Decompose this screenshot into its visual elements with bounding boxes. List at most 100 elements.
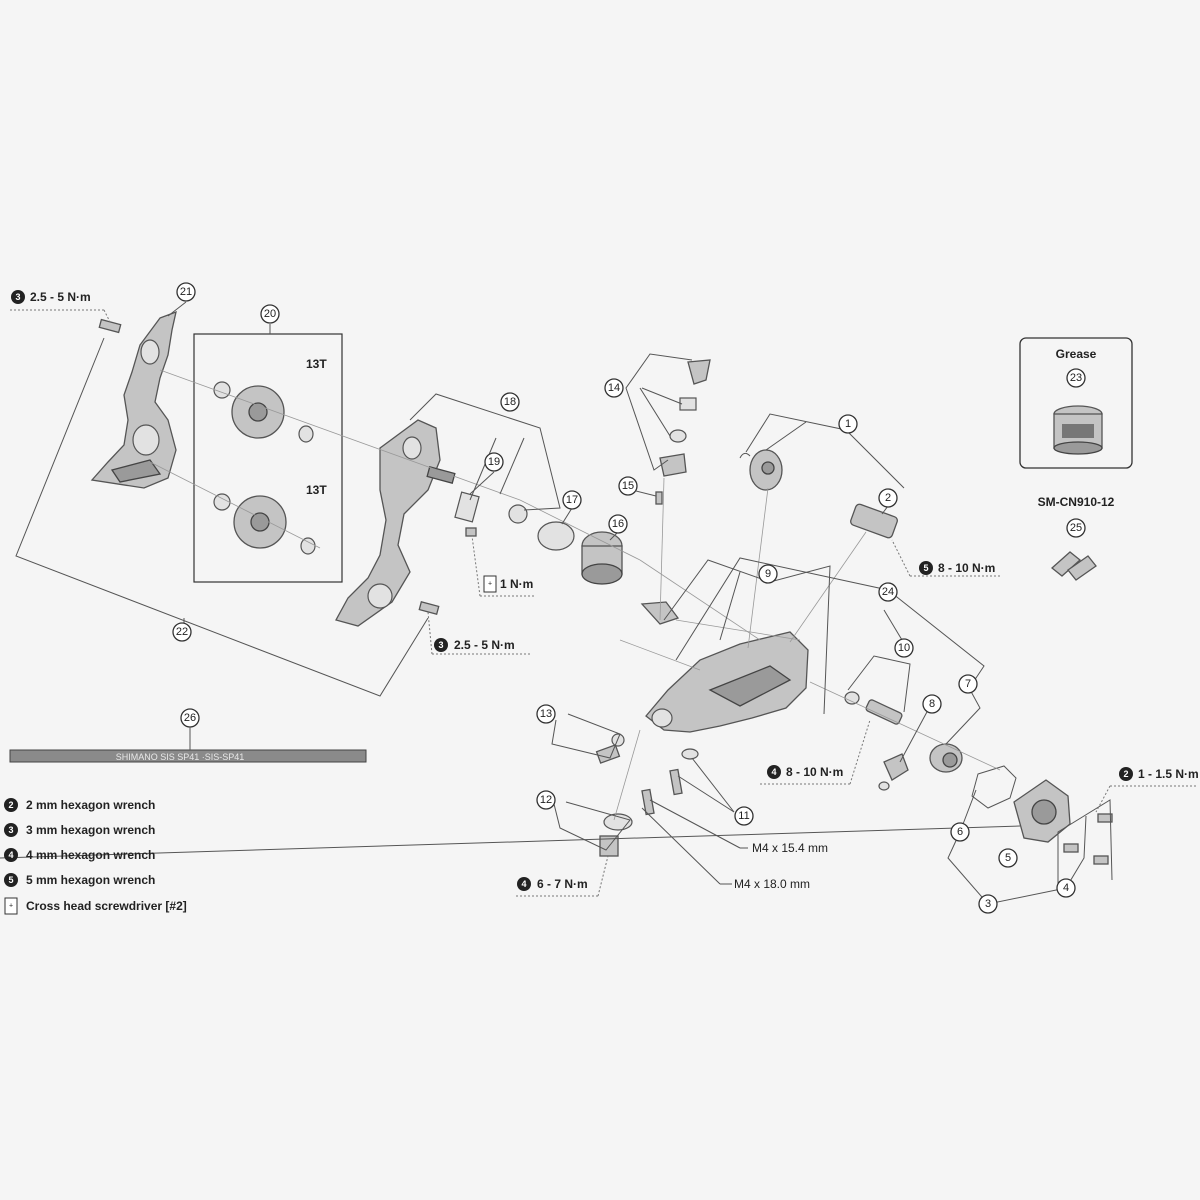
svg-text:8 - 10 N·m: 8 - 10 N·m — [786, 765, 843, 779]
svg-text:21: 21 — [180, 286, 192, 298]
clutch-drum-7 — [929, 743, 963, 773]
svg-text:19: 19 — [488, 456, 500, 468]
outer-cage-plate — [90, 310, 177, 489]
black-circle-hex-wrench-icon — [4, 848, 18, 862]
cross-screwdriver-icon — [4, 897, 18, 915]
part-13 — [595, 733, 625, 764]
callout-22: 22 — [172, 622, 192, 642]
black-circle-hex-wrench-icon — [767, 765, 781, 779]
svg-text:4: 4 — [771, 767, 776, 777]
svg-text:4: 4 — [8, 850, 13, 860]
svg-text:3: 3 — [438, 640, 443, 650]
callout-4: 4 — [1056, 878, 1076, 898]
torque-dashes — [10, 309, 1196, 897]
callout-2: 2 — [878, 488, 898, 508]
adjust-parts-14 — [659, 359, 711, 477]
black-circle-hex-wrench-icon — [919, 561, 933, 575]
b-axle-2 — [850, 503, 898, 539]
svg-text:2.5 - 5 N·m: 2.5 - 5 N·m — [30, 290, 91, 304]
svg-text:23: 23 — [1070, 372, 1082, 384]
part-1-pivot — [739, 449, 783, 491]
clutch-unit — [971, 765, 1113, 865]
torque-plate-top: 3 2.5 - 5 N·m — [11, 290, 91, 304]
svg-text:24: 24 — [882, 586, 894, 598]
cable-print: SHIMANO SIS SP41 ·SIS-SP41 — [116, 752, 245, 762]
svg-text:1 N·m: 1 N·m — [500, 577, 533, 591]
chain-label: SM-CN910-12 — [1038, 495, 1115, 509]
svg-text:20: 20 — [264, 308, 276, 320]
cable-fixing-8 — [878, 753, 909, 791]
bushing-17 — [537, 521, 575, 551]
oring-10 — [844, 691, 860, 705]
svg-text:2 mm hexagon wrench: 2 mm hexagon wrench — [26, 798, 155, 812]
svg-text:2: 2 — [1123, 769, 1128, 779]
callout-10: 10 — [894, 638, 914, 658]
callout-20: 20 — [260, 304, 280, 324]
top-pulley-teeth: 13T — [306, 357, 327, 371]
svg-text:9: 9 — [765, 568, 771, 580]
callout-12: 12 — [536, 790, 556, 810]
callout-24: 24 — [878, 582, 898, 602]
spring-sleeve-16 — [581, 531, 623, 585]
callout-25: 25 — [1066, 518, 1086, 538]
svg-text:1: 1 — [845, 418, 851, 430]
grease-title: Grease — [1056, 347, 1097, 361]
svg-text:8 - 10 N·m: 8 - 10 N·m — [938, 561, 995, 575]
callout-1: 1 — [838, 414, 858, 434]
cage-bolt-top — [98, 318, 122, 334]
svg-text:4: 4 — [1063, 882, 1069, 894]
torque-cable: 4 8 - 10 N·m — [767, 765, 843, 779]
svg-text:11: 11 — [738, 810, 749, 822]
callout-7: 7 — [958, 674, 978, 694]
pulley-box — [193, 333, 343, 583]
legend-item: 2 2 mm hexagon wrench — [4, 798, 155, 812]
quick-link-25 — [1050, 551, 1097, 581]
top-pulley — [213, 381, 314, 443]
callout-13: 13 — [536, 704, 556, 724]
legend-item: + Cross head screwdriver [#2] — [4, 897, 187, 915]
callout-11: 11 — [734, 806, 754, 826]
tool-legend: 2 2 mm hexagon wrench 3 3 mm hexagon wre… — [4, 798, 187, 915]
grease-tub — [1053, 405, 1103, 455]
svg-text:16: 16 — [612, 518, 624, 530]
svg-text:3: 3 — [15, 292, 20, 302]
callout-14: 14 — [604, 378, 624, 398]
callout-23: 23 — [1066, 368, 1086, 388]
svg-text:3: 3 — [985, 898, 991, 910]
svg-text:5 mm hexagon wrench: 5 mm hexagon wrench — [26, 873, 155, 887]
torque-mount: 4 6 - 7 N·m — [517, 877, 588, 891]
inner-cage-plate — [335, 419, 456, 627]
black-circle-hex-wrench-icon — [517, 877, 531, 891]
bottom-pulley — [213, 493, 316, 555]
leader-lines — [0, 301, 1113, 905]
svg-text:10: 10 — [898, 642, 910, 654]
torque-b-tension: 5 8 - 10 N·m — [919, 561, 995, 575]
bottom-pulley-teeth: 13T — [306, 483, 327, 497]
callout-26: 26 — [180, 708, 200, 728]
svg-text:Cross head screwdriver [#2]: Cross head screwdriver [#2] — [26, 899, 187, 913]
callout-19: 19 — [484, 452, 504, 472]
black-circle-hex-wrench-icon — [1119, 767, 1133, 781]
derailleur-body — [640, 601, 809, 733]
callout-15: 15 — [618, 476, 638, 496]
shift-cable-26: SHIMANO SIS SP41 ·SIS-SP41 — [9, 749, 367, 763]
callout-5: 5 — [998, 848, 1018, 868]
grease-box: Grease — [1019, 337, 1133, 469]
black-circle-hex-wrench-icon — [4, 798, 18, 812]
svg-text:1 - 1.5 N·m: 1 - 1.5 N·m — [1138, 767, 1199, 781]
callout-16: 16 — [608, 514, 628, 534]
svg-text:3 mm hexagon wrench: 3 mm hexagon wrench — [26, 823, 155, 837]
svg-text:4: 4 — [521, 879, 526, 889]
svg-text:15: 15 — [622, 480, 634, 492]
torque-screw-19: + 1 N·m — [483, 575, 533, 593]
callout-21: 21 — [176, 282, 196, 302]
svg-text:8: 8 — [929, 698, 935, 710]
assembly-axes — [149, 369, 1001, 821]
svg-text:25: 25 — [1070, 522, 1082, 534]
black-circle-hex-wrench-icon — [11, 290, 25, 304]
svg-text:22: 22 — [176, 626, 188, 638]
callout-6: 6 — [950, 822, 970, 842]
svg-text:4 mm hexagon wrench: 4 mm hexagon wrench — [26, 848, 155, 862]
torque-clutch: 2 1 - 1.5 N·m — [1119, 767, 1199, 781]
